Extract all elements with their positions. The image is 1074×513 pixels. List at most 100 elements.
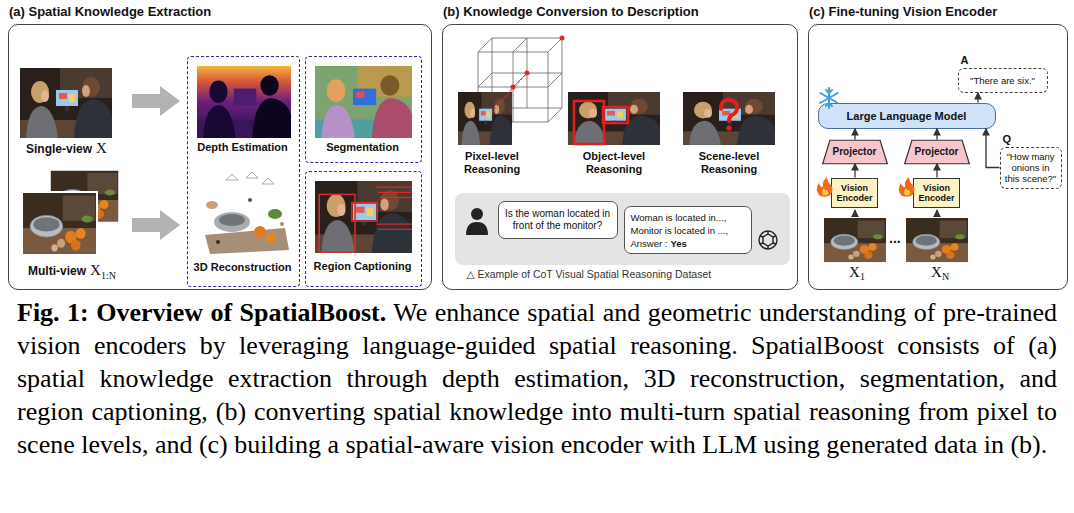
answer-line: Monitor is located in ...,: [631, 225, 729, 237]
text-area: Vision Encoder: [832, 179, 876, 207]
trainable-icon: [822, 188, 828, 195]
pixel-points: [492, 36, 565, 113]
input-arrow: [854, 210, 855, 217]
segmentation-map: [380, 75, 399, 96]
region-caption-photo: [378, 229, 412, 230]
input-views: [906, 218, 968, 262]
voxel-grid: [492, 38, 562, 108]
reconstruction-point-cloud: [262, 178, 274, 184]
encoder-box: Vision Encoder: [913, 178, 959, 208]
pixel-points: [525, 71, 530, 76]
example-caption: △ Example of CoT Visual Spatial Reasonin…: [467, 268, 712, 280]
view-label: Multi-view: [28, 264, 86, 278]
input-views: [824, 218, 886, 262]
reconstruction-point-cloud: [248, 198, 252, 202]
object-level-photo: [568, 92, 660, 145]
region-caption-photo: [352, 203, 377, 222]
object-level-photo: [574, 101, 604, 144]
encoder-box: Vision Encoder: [831, 178, 877, 208]
scene-level-photo: [726, 125, 731, 130]
answer-value: Yes: [671, 238, 687, 250]
panel-heading: (a) Spatial Knowledge Extraction: [9, 4, 211, 19]
question-text: "How many onions in this scene?": [1005, 151, 1057, 184]
segmentation-map: [357, 66, 412, 97]
reconstruction-point-cloud: [205, 228, 289, 254]
input-arrow: [855, 210, 937, 217]
panel-heading: (b) Knowledge Conversion to Description: [443, 4, 699, 19]
reconstruction-point-cloud: [214, 212, 250, 232]
region-caption-photo: [315, 181, 412, 253]
trainable-icon: [904, 188, 910, 195]
question-tag: Q: [1003, 133, 1012, 145]
block-arrow: [132, 210, 180, 240]
multi-view-photos: [22, 170, 119, 255]
trainable-icon: [899, 177, 915, 197]
text-area: "How many onions in this scene?": [1001, 148, 1061, 188]
multi-view-photos: [22, 192, 97, 255]
pixel-level-photo: [458, 92, 512, 145]
pixel-level-photo: [458, 92, 512, 145]
arrow-connector: [936, 164, 937, 178]
region-caption-photo: [378, 192, 412, 193]
scene-level-photo: [683, 92, 775, 145]
method-label: 3D Reconstruction: [188, 261, 298, 273]
region-caption-photo: [380, 197, 412, 198]
reconstruction-point-cloud: [219, 214, 245, 226]
segmentation-map: [315, 66, 412, 138]
depth-map: [260, 75, 278, 96]
text-area: Vision Encoder: [914, 179, 958, 207]
dashed-group: Depth Estimation3D Reconstruction: [187, 56, 300, 287]
answer-box: A"There are six.": [958, 68, 1048, 93]
answer-line: Woman is located in...,: [631, 212, 727, 224]
segmentation-map: [356, 92, 364, 98]
frozen-icon: [820, 93, 837, 103]
question-text: Is the woman located in front of the mon…: [503, 208, 613, 232]
input-views: [824, 218, 968, 262]
dashed-group: Segmentation: [305, 56, 422, 163]
segmentation-map: [327, 79, 346, 102]
depth-map: [197, 119, 291, 138]
method-label: Region Captioning: [306, 260, 420, 272]
reasoning-label: Object-level Reasoning: [569, 150, 659, 176]
frozen-icon: [820, 93, 837, 103]
reconstruction-point-cloud: [216, 240, 220, 244]
reasoning-label: Pixel-level Reasoning: [447, 150, 537, 176]
panel-heading: (c) Fine-tuning Vision Encoder: [809, 4, 997, 19]
projector-label: Projector: [833, 146, 877, 157]
trapezoid-outline: [904, 140, 969, 164]
reconstruction-point-cloud: [280, 222, 284, 226]
input-arrow: [936, 210, 937, 217]
region-caption-photo: [315, 181, 412, 253]
figure-caption: Fig. 1: Overview of SpatialBoost. We enh…: [17, 296, 1057, 461]
text-area: Projector: [904, 140, 970, 164]
reasoning-label: Scene-level Reasoning: [684, 150, 774, 176]
text-area: Is the woman located in front of the mon…: [499, 202, 617, 238]
depth-map: [197, 66, 291, 138]
reconstruction-point-cloud: [226, 174, 238, 180]
projector-trapezoid: Projector: [822, 140, 888, 164]
answer-text: "There are six.": [970, 75, 1035, 86]
object-level-photo: [568, 92, 660, 145]
region-caption-photo: [376, 187, 412, 188]
voxel-grid: [478, 38, 562, 122]
single-view-photo: [20, 68, 112, 138]
view-label: Single-view: [26, 142, 92, 156]
block-arrow: [132, 86, 180, 116]
answer-bubble: Woman is located in...,Monitor is locate…: [624, 206, 752, 254]
encoder-label: Vision Encoder: [836, 183, 872, 203]
trainable-icon: [817, 177, 833, 197]
question-box: Q"How many onions in this scene?": [1000, 147, 1062, 189]
multi-view-photos: [22, 192, 97, 255]
answer-tag: A: [961, 54, 969, 66]
scene-level-photo: [721, 100, 737, 121]
reconstruction-point-cloud: [205, 172, 289, 254]
ellipsis: ...: [889, 230, 901, 246]
math-subscript: N: [942, 271, 949, 282]
depth-map: [252, 98, 291, 138]
depth-map: [234, 89, 256, 105]
math-subscript: 1: [860, 271, 865, 282]
math-symbol: X: [931, 264, 942, 281]
arrow-connector: [977, 93, 978, 103]
segmentation-map: [372, 98, 412, 138]
segmentation-map: [353, 89, 376, 105]
